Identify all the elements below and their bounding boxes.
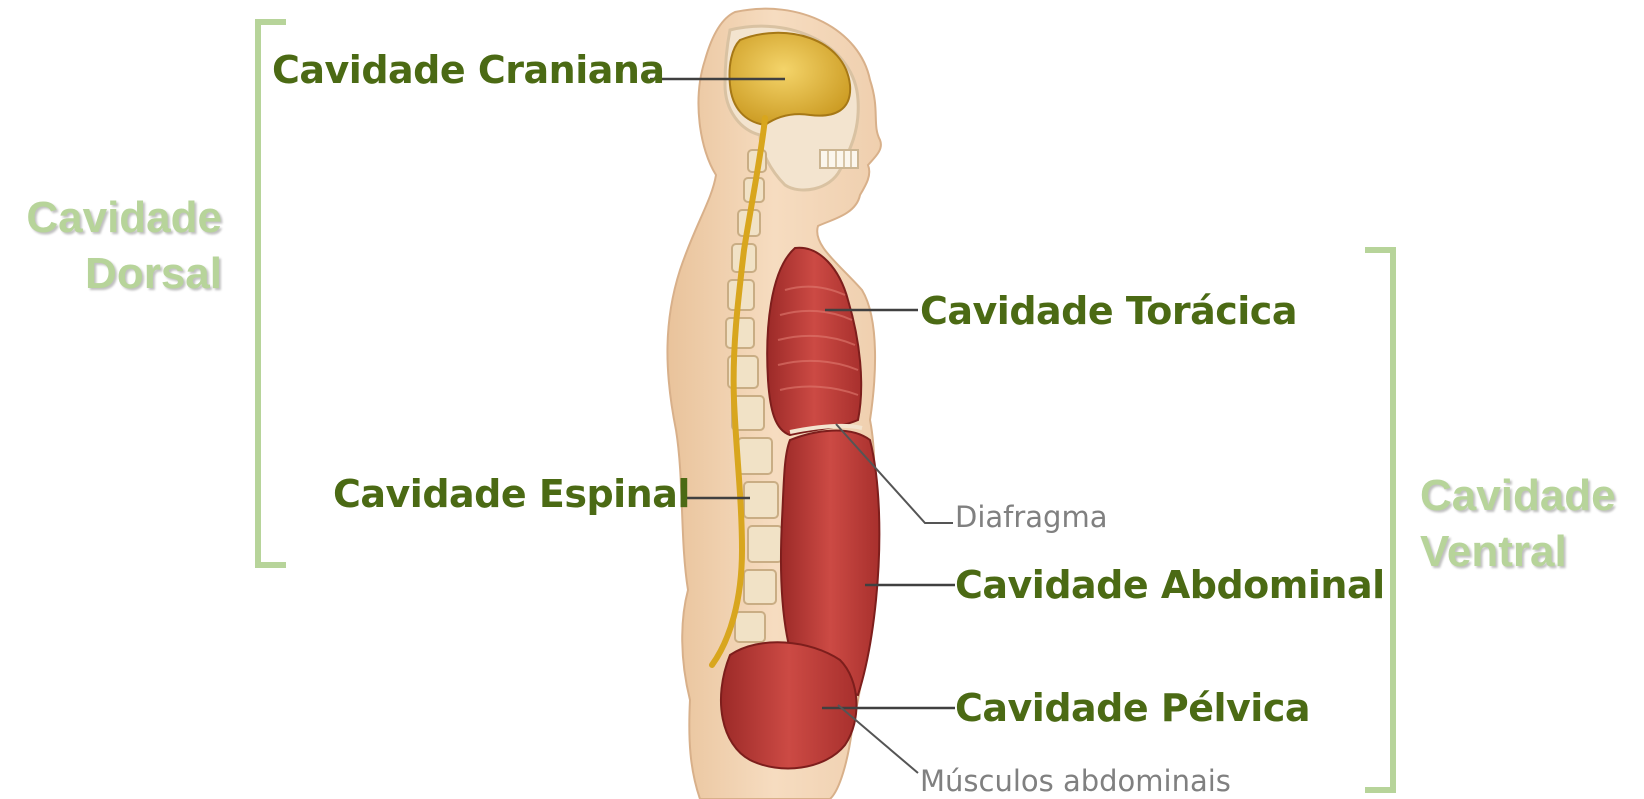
- ventral-title-line1: Cavidade: [1420, 468, 1644, 524]
- ventral-title-line2: Ventral: [1420, 524, 1644, 580]
- ventral-cavity-title: Cavidade Ventral: [1420, 468, 1644, 580]
- ventral-bracket: [1365, 250, 1393, 790]
- dorsal-title-line2: Dorsal: [10, 246, 222, 302]
- label-pelvic-cavity: Cavidade Pélvica: [955, 686, 1310, 730]
- dorsal-bracket: [258, 22, 286, 565]
- label-spinal-cavity: Cavidade Espinal: [333, 472, 690, 516]
- dorsal-cavity-title: Cavidade Dorsal: [10, 190, 222, 302]
- label-cranial-cavity: Cavidade Craniana: [272, 48, 665, 92]
- label-abdominal-muscles: Músculos abdominais: [920, 764, 1231, 798]
- pelvic-cavity: [721, 642, 857, 768]
- dorsal-title-line1: Cavidade: [10, 190, 222, 246]
- label-diaphragm: Diafragma: [955, 500, 1108, 534]
- label-thoracic-cavity: Cavidade Torácica: [920, 289, 1297, 333]
- label-abdominal-cavity: Cavidade Abdominal: [955, 563, 1385, 607]
